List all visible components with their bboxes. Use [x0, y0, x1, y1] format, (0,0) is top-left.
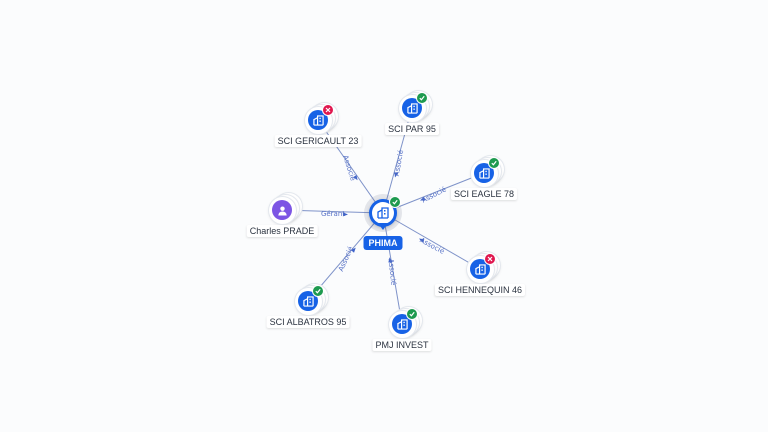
building-icon: [392, 314, 412, 334]
node-label[interactable]: SCI EAGLE 78: [450, 188, 518, 200]
status-check-icon: [406, 308, 418, 320]
status-check-icon: [389, 196, 401, 208]
building-icon: [402, 98, 422, 118]
status-check-icon: [312, 285, 324, 297]
edge-hennequin: [382, 212, 481, 270]
edge-arrow-icon: [420, 196, 426, 201]
edge-label-prade: Gérant: [321, 210, 345, 218]
edge-arrow-icon: [388, 257, 393, 263]
status-check-icon: [416, 92, 428, 104]
edge-label-eagle: Associé: [420, 185, 447, 204]
status-cross-icon: [322, 104, 334, 116]
person-icon: [272, 200, 292, 220]
status-cross-icon: [484, 253, 496, 265]
edge-arrow-icon: [419, 238, 425, 243]
node-label[interactable]: SCI PAR 95: [385, 123, 439, 135]
edge-label-pmj: Associé: [387, 258, 398, 285]
center-node-label[interactable]: PHIMA: [363, 236, 403, 250]
edge-arrow-icon: [394, 172, 399, 178]
edge-label-par95: Associé: [393, 149, 405, 176]
edge-arrow-icon: [350, 247, 356, 253]
edge-label-albatros: Associé: [337, 245, 355, 272]
edge-arrow-icon: [342, 212, 348, 217]
building-icon: [470, 259, 490, 279]
building-icon: [377, 207, 389, 219]
edge-pmj: [382, 212, 403, 325]
node-label[interactable]: PMJ INVEST: [372, 339, 432, 351]
edge-eagle: [382, 172, 485, 214]
building-icon: [298, 291, 318, 311]
node-label[interactable]: SCI GERICAULT 23: [274, 135, 362, 147]
node-label[interactable]: SCI ALBATROS 95: [266, 316, 350, 328]
building-icon: [474, 163, 494, 183]
edge-label-gericault: Associé: [341, 154, 357, 182]
node-label[interactable]: SCI HENNEQUIN 46: [434, 284, 526, 296]
edge-label-hennequin: Associé: [418, 236, 445, 255]
status-check-icon: [488, 157, 500, 169]
building-icon: [308, 110, 328, 130]
edge-arrow-icon: [353, 175, 358, 181]
node-label[interactable]: Charles PRADE: [246, 225, 318, 237]
